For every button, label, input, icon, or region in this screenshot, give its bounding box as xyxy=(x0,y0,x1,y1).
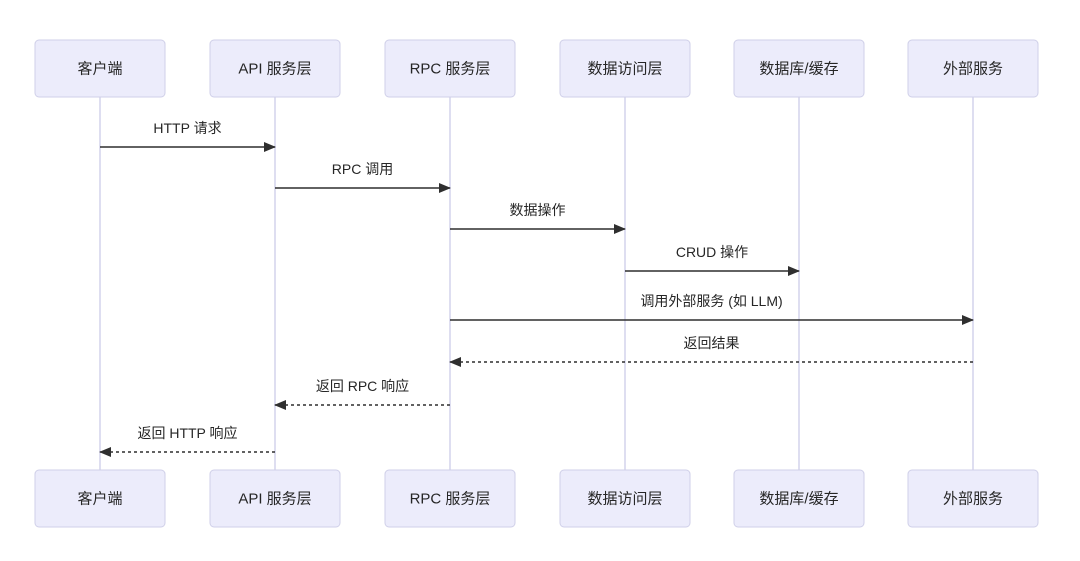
actor-box-top xyxy=(209,39,341,98)
actor-label: 数据访问层 xyxy=(587,491,662,508)
message-label: 返回结果 xyxy=(684,335,740,351)
actor-label: 客户端 xyxy=(77,61,122,78)
message-label: 返回 RPC 响应 xyxy=(316,378,409,394)
actor-box-bottom xyxy=(209,469,341,528)
message-label: CRUD 操作 xyxy=(676,244,748,260)
actor-box-top xyxy=(384,39,516,98)
actor-label: 数据访问层 xyxy=(587,61,662,78)
message-label: HTTP 请求 xyxy=(153,120,221,136)
actor-label: 数据库/缓存 xyxy=(759,61,838,78)
message-label: 返回 HTTP 响应 xyxy=(137,425,237,441)
actor-box-bottom xyxy=(384,469,516,528)
actor-label: 数据库/缓存 xyxy=(759,491,838,508)
actor-box-top xyxy=(733,39,865,98)
message-label: RPC 调用 xyxy=(332,161,393,177)
actor-label: 客户端 xyxy=(77,491,122,508)
message-label: 调用外部服务 (如 LLM) xyxy=(640,293,782,309)
actor-label: RPC 服务层 xyxy=(410,61,491,78)
actor-label: API 服务层 xyxy=(238,491,311,508)
actor-box-bottom xyxy=(907,469,1039,528)
actor-label: API 服务层 xyxy=(238,61,311,78)
actor-box-top xyxy=(34,39,166,98)
message-label: 数据操作 xyxy=(510,202,566,218)
actor-box-top xyxy=(907,39,1039,98)
actor-box-bottom xyxy=(34,469,166,528)
actor-label: 外部服务 xyxy=(943,491,1003,508)
actor-box-bottom xyxy=(733,469,865,528)
actor-label: 外部服务 xyxy=(943,61,1003,78)
actor-box-top xyxy=(559,39,691,98)
actor-box-bottom xyxy=(559,469,691,528)
actor-label: RPC 服务层 xyxy=(410,491,491,508)
